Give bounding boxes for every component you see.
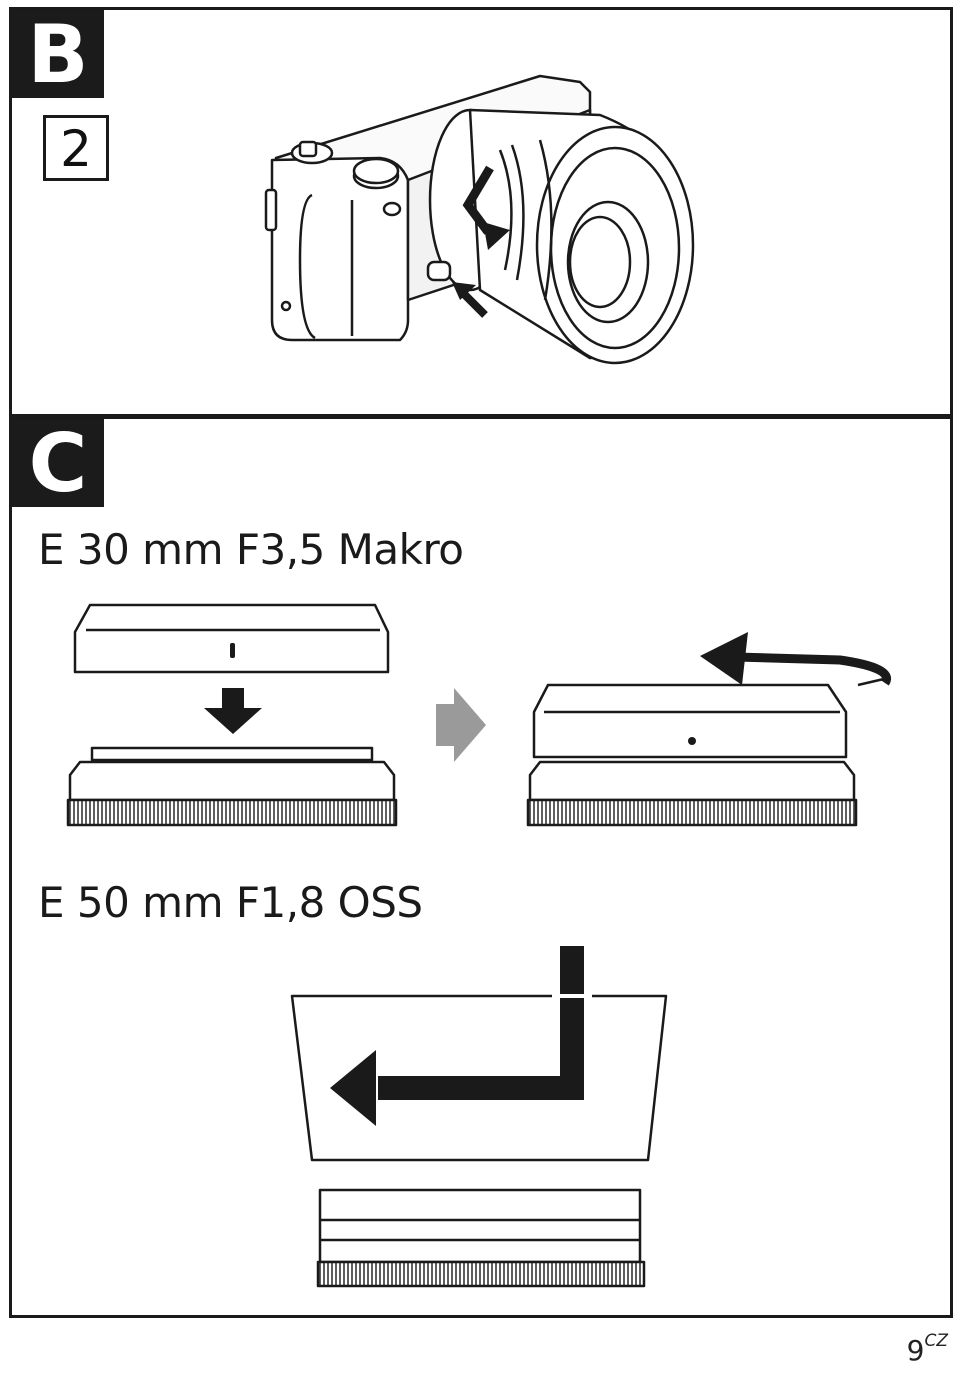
section-label-b: B: [12, 10, 104, 100]
step-number-box: 2: [43, 115, 109, 181]
lens-title-50mm: E 50 mm F1,8 OSS: [38, 878, 423, 927]
page-number: 9CZ: [906, 1331, 948, 1367]
lens-title-30mm: E 30 mm F3,5 Makro: [38, 525, 464, 574]
panel-c: C: [9, 416, 953, 1318]
section-label-c: C: [12, 419, 104, 509]
panel-b: B 2: [9, 7, 953, 417]
